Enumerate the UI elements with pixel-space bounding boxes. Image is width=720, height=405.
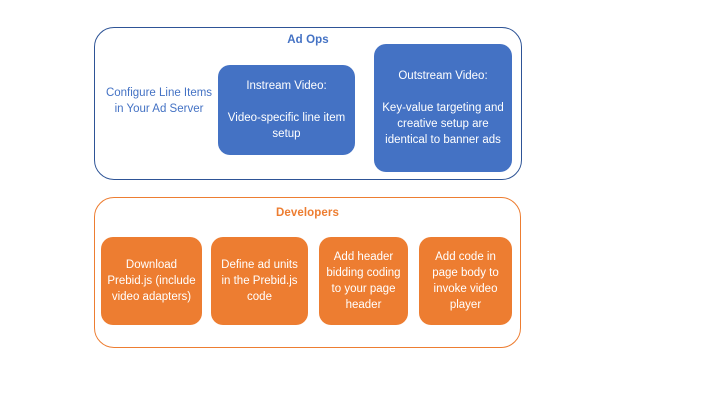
node-add-page-body-code[interactable]: Add code in page body to invoke video pl…	[419, 237, 512, 325]
node-instream-video-body: Video-specific line item setup	[227, 112, 346, 140]
node-spacer	[224, 94, 349, 110]
node-add-header-bidding-code[interactable]: Add header bidding coding to your page h…	[319, 237, 408, 325]
node-instream-video-heading: Instream Video:	[246, 80, 327, 92]
node-configure-line-items: Configure Line Items in Your Ad Server	[105, 87, 213, 115]
node-outstream-video[interactable]: Outstream Video: Key-value targeting and…	[374, 44, 512, 172]
node-add-header-bidding-code-body: Add header bidding coding to your page h…	[326, 251, 401, 311]
node-instream-video[interactable]: Instream Video: Video-specific line item…	[218, 65, 355, 155]
node-add-page-body-code-body: Add code in page body to invoke video pl…	[432, 251, 499, 311]
node-define-ad-units-body: Define ad units in the Prebid.js code	[221, 259, 298, 303]
node-download-prebid-body: Download Prebid.js (include video adapte…	[107, 259, 196, 303]
group-title-developers: Developers	[275, 207, 339, 219]
node-outstream-video-body: Key-value targeting and creative setup a…	[382, 102, 504, 146]
node-download-prebid[interactable]: Download Prebid.js (include video adapte…	[101, 237, 202, 325]
node-define-ad-units[interactable]: Define ad units in the Prebid.js code	[211, 237, 308, 325]
node-outstream-video-heading: Outstream Video:	[398, 70, 488, 82]
node-spacer	[380, 84, 506, 100]
group-title-ad-ops: Ad Ops	[287, 34, 329, 46]
